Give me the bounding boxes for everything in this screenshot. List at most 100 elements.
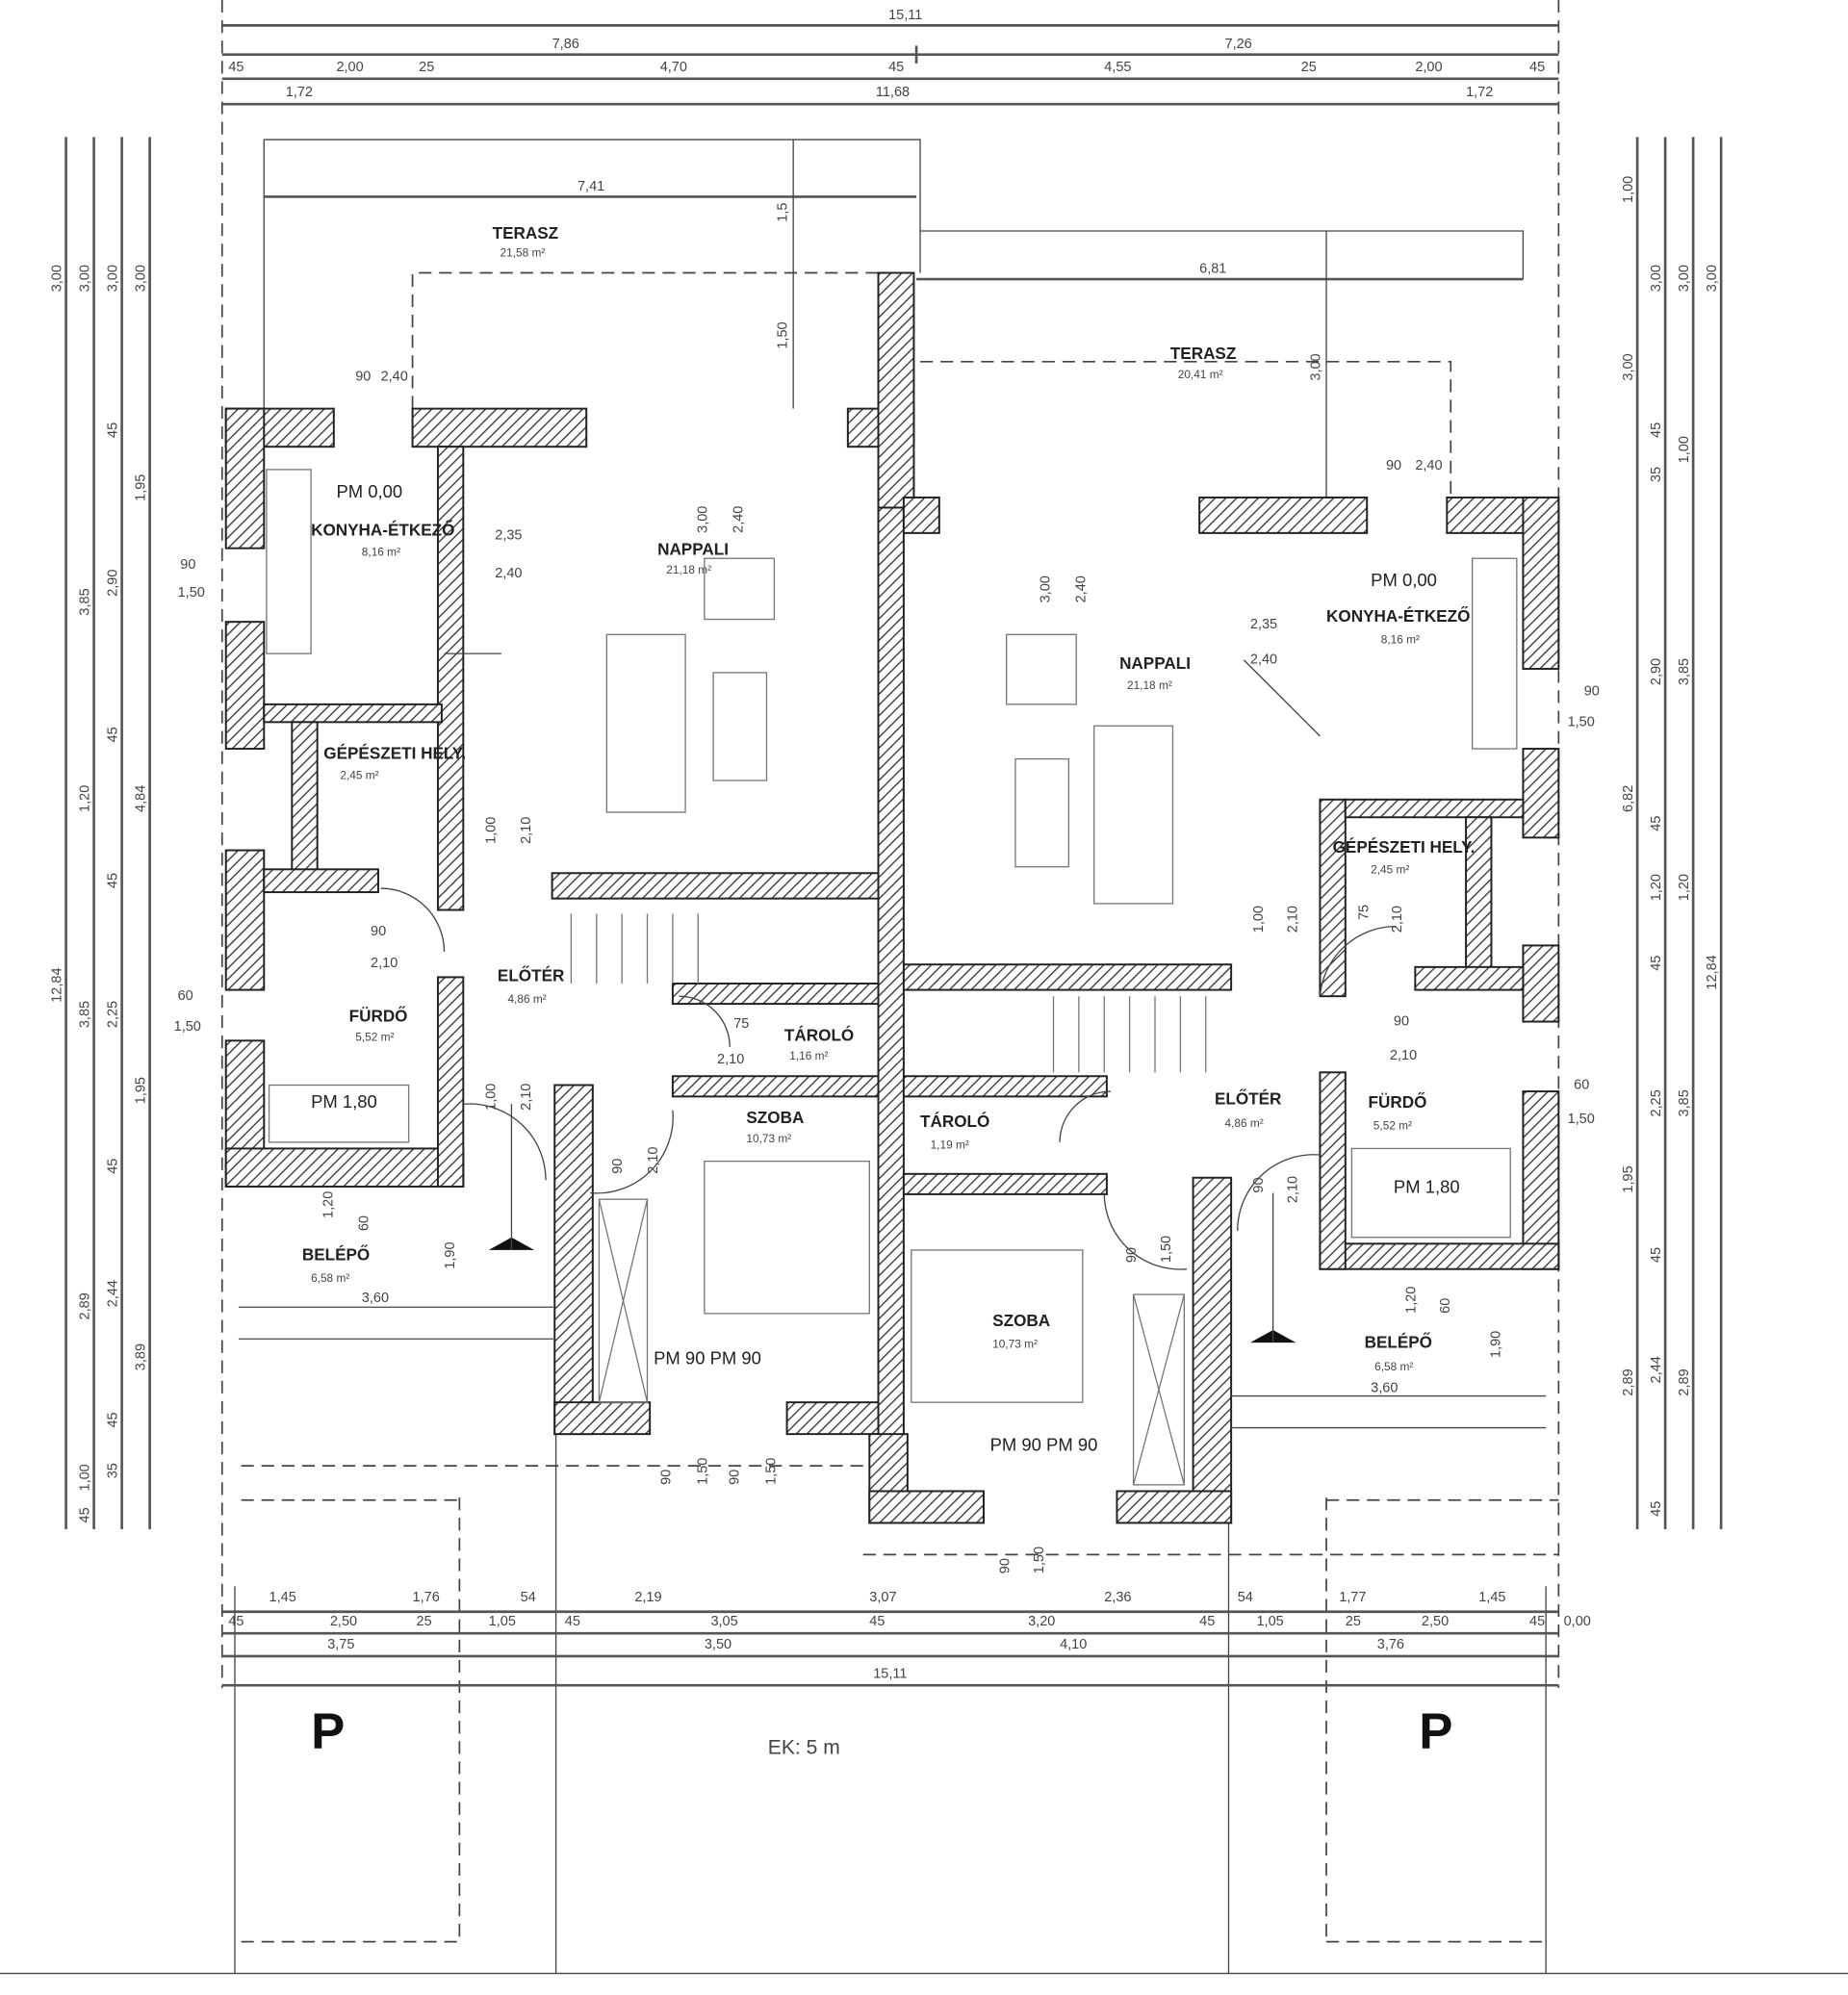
area: 2,45 m²: [340, 769, 378, 782]
dim: 3,00: [105, 265, 120, 292]
openings-left: 90 2,40 3,00 2,40 2,35 2,40 90 1,50 60 1…: [174, 370, 780, 1485]
dim: 3,00: [1677, 265, 1692, 292]
dim: 2,10: [371, 956, 398, 971]
dim: 60: [178, 988, 193, 1004]
dim: 45: [105, 1412, 120, 1427]
dim: 1,20: [321, 1191, 336, 1218]
dim: 45: [105, 873, 120, 888]
dim: 1,50: [696, 1458, 711, 1485]
dim: 2,40: [1073, 575, 1089, 602]
area: 21,18 m²: [1127, 678, 1172, 692]
dim: 45: [105, 422, 120, 438]
top-dimensions: 15,11 7,86 7,26 45 2,00 25 4,70 45 4,55 …: [221, 8, 1559, 106]
level-mark: PM 90 PM 90: [654, 1348, 761, 1368]
room-hall: ELŐTÉR: [1215, 1088, 1282, 1108]
room-kitchen: KONYHA-ÉTKEZŐ: [1326, 606, 1470, 626]
dim: 6,82: [1621, 785, 1636, 812]
dim: 12,84: [49, 967, 64, 1002]
dim: 1,20: [1649, 874, 1664, 901]
dim: 3,00: [133, 265, 148, 292]
dim: 90: [1251, 1177, 1267, 1192]
area: 10,73 m²: [992, 1337, 1038, 1350]
dim: 1,05: [489, 1614, 516, 1629]
area: 4,86 m²: [1225, 1116, 1264, 1130]
area: 2,45 m²: [1371, 862, 1409, 876]
area: 21,58 m²: [500, 245, 546, 259]
dim: 3,60: [1371, 1381, 1398, 1396]
dim: 2,10: [1390, 906, 1405, 933]
dim: 1,20: [77, 785, 92, 812]
dim: 3,00: [1621, 353, 1636, 380]
dim: 60: [1574, 1077, 1589, 1092]
room-storage: TÁROLÓ: [920, 1112, 989, 1131]
dim: 7,26: [1225, 37, 1252, 52]
dim: 0,00: [1564, 1614, 1591, 1629]
dim: 45: [77, 1507, 92, 1522]
dim: 1,45: [1478, 1590, 1505, 1605]
dim: 3,60: [362, 1291, 389, 1306]
dim: 2,89: [1621, 1368, 1636, 1395]
dim: 1,77: [1339, 1590, 1366, 1605]
dim: 35: [1649, 467, 1664, 482]
dim: 2,90: [1649, 658, 1664, 685]
dim: 54: [521, 1590, 536, 1605]
dim: 2,10: [519, 817, 534, 844]
parking-label-right: P: [1419, 1703, 1452, 1760]
dim: 2,90: [105, 570, 120, 597]
dim: 90: [371, 924, 386, 939]
room-utility: GÉPÉSZETI HELY.: [323, 744, 466, 763]
dim: 1,00: [1251, 906, 1267, 933]
dim: 1,72: [286, 85, 313, 100]
room-hall: ELŐTÉR: [498, 965, 565, 985]
dim: 25: [419, 60, 434, 75]
dim: 1,50: [1159, 1236, 1174, 1263]
terrace-label-left: TERASZ: [493, 223, 558, 243]
dim: 2,10: [1286, 1176, 1301, 1203]
dim: 90: [1386, 458, 1401, 473]
dim: 90: [1124, 1247, 1140, 1263]
dim: 2,44: [1649, 1356, 1664, 1383]
area: 21,18 m²: [666, 563, 711, 576]
dim: 2,00: [336, 60, 363, 75]
openings-right: 90 2,40 3,00 2,40 2,35 2,40 90 1,50 60 1…: [997, 458, 1600, 1573]
room-living: NAPPALI: [657, 539, 729, 558]
dim-total-top: 15,11: [888, 8, 922, 23]
dim: 3,50: [705, 1637, 732, 1652]
dim: 3,00: [49, 265, 64, 292]
dim: 2,44: [105, 1280, 120, 1307]
dim: 45: [105, 727, 120, 742]
dim: 3,85: [1677, 658, 1692, 685]
dim: 1,50: [178, 585, 205, 601]
dim: 2,25: [1649, 1089, 1664, 1116]
level-mark: PM 1,80: [1394, 1177, 1460, 1197]
dim: 54: [1238, 1590, 1253, 1605]
bottom-dimensions: 1,45 1,76 54 2,19 3,07 2,36 54 1,77 1,45…: [221, 1590, 1591, 1687]
dim: 1,00: [483, 817, 499, 844]
dim: 45: [1649, 816, 1664, 831]
room-entry: BELÉPŐ: [1365, 1332, 1432, 1351]
dim: 45: [1649, 1247, 1664, 1263]
dim: 1,90: [1489, 1331, 1504, 1358]
room-entry: BELÉPŐ: [302, 1244, 370, 1264]
dim: 2,50: [330, 1614, 357, 1629]
level-mark: PM 0,00: [336, 481, 402, 501]
dim: 1,72: [1466, 85, 1493, 100]
right-dimensions: 1,00 3,00 3,00 3,00 3,00 45 35 1,00 2,90…: [1621, 137, 1723, 1530]
dim-total-bottom: 15,11: [873, 1666, 907, 1681]
level-mark: PM 90 PM 90: [990, 1434, 1098, 1454]
dim: 1,00: [483, 1084, 499, 1111]
scale-label: EK: 5 m: [768, 1736, 840, 1758]
dim: 45: [869, 1614, 885, 1629]
dim: 3,00: [77, 265, 92, 292]
dim: 4,70: [660, 60, 687, 75]
area: 1,19 m²: [931, 1138, 969, 1151]
dim: 12,84: [1705, 955, 1720, 989]
left-unit: PM 0,00 KONYHA-ÉTKEZŐ 8,16 m² NAPPALI 21…: [174, 370, 855, 1485]
dim: 4,55: [1104, 60, 1131, 75]
dim: 3,05: [710, 1614, 737, 1629]
dim: 1,45: [270, 1590, 296, 1605]
dim: 2,40: [1250, 652, 1277, 668]
dim: 3,85: [77, 588, 92, 615]
area: 6,58 m²: [311, 1271, 349, 1285]
